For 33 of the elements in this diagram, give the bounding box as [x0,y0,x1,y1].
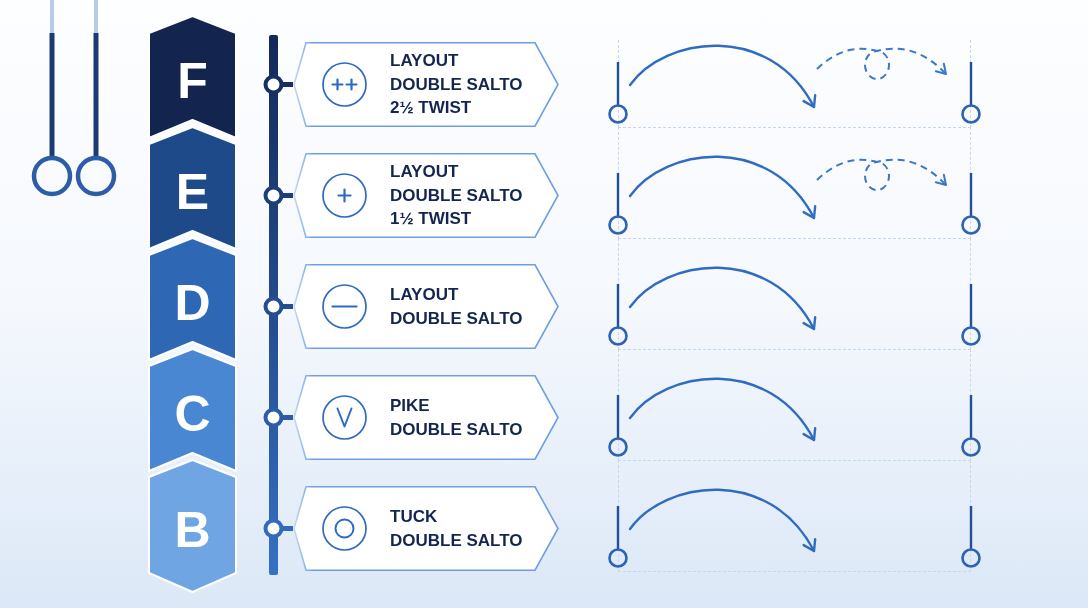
difficulty-band [148,459,237,593]
connector-line [263,74,293,95]
skill-tag [293,375,559,460]
skill-text: DOUBLE SALTO [390,184,523,207]
band-letter: B [174,505,211,555]
skill-text: PIKE [390,395,430,417]
skill-text: LAYOUT [390,284,459,306]
band-letter: C [174,389,211,439]
band-letter: E [175,167,210,217]
difficulty-band [148,126,237,250]
skill-tag [293,42,559,127]
connector-line [263,296,293,317]
skill-text: TUCK [390,506,438,528]
timeline-spine [269,35,278,575]
skill-text: DOUBLE SALTO [390,307,523,330]
band-letter: D [174,278,211,328]
connector-line [263,407,293,428]
skill-tag [293,264,559,349]
difficulty-band [148,15,237,139]
skill-text: LAYOUT [390,50,459,73]
difficulty-band [148,237,237,361]
skill-text: DOUBLE SALTO [390,529,523,552]
difficulty-band [148,348,237,472]
skill-text: 2½ TWIST [390,97,472,120]
skill-tag [293,153,559,238]
skill-text: DOUBLE SALTO [390,73,523,96]
connector-line [263,185,293,206]
skill-text: DOUBLE SALTO [390,418,523,441]
skill-tag [293,486,559,571]
skill-text: LAYOUT [390,161,459,184]
band-letter: F [177,56,208,106]
skill-text: 1½ TWIST [390,208,472,231]
connector-line [263,518,293,539]
